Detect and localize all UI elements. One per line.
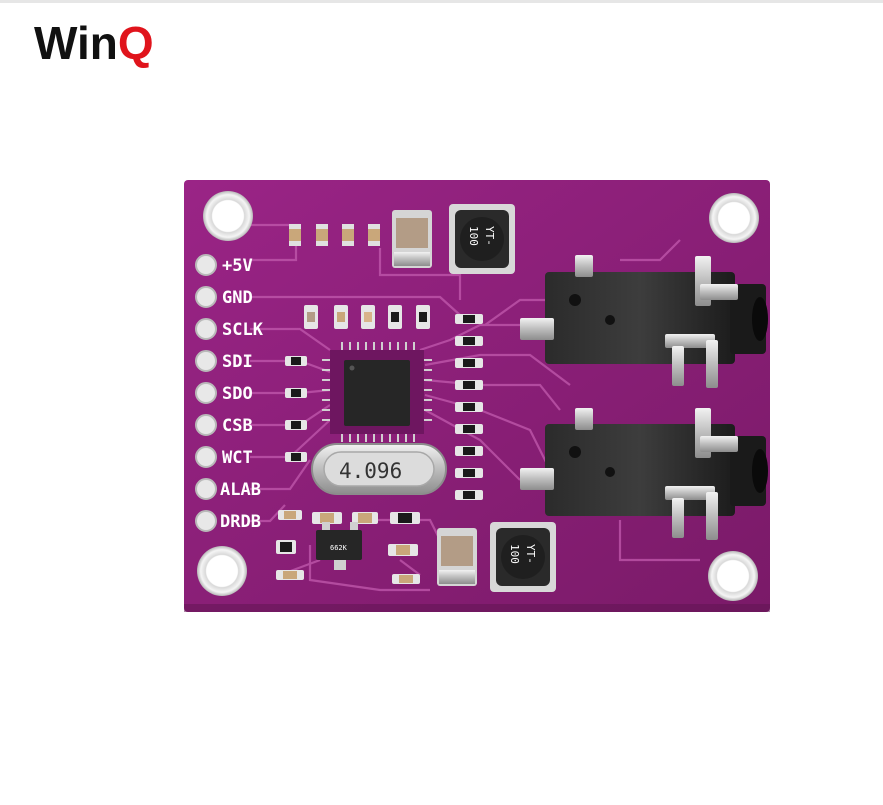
audio-jack-top	[520, 255, 768, 388]
pin-label-sdo: SDO	[222, 384, 253, 404]
logo-text-q: Q	[117, 17, 154, 69]
pin-labels: +5V GND SCLK SDI SDO CSB WCT ALAB DRDB	[220, 256, 264, 532]
smd-parts-mid	[304, 305, 430, 329]
smd-parts-bottom	[276, 510, 420, 584]
smd-resistors-right	[455, 314, 483, 500]
voltage-regulator: 662K	[316, 522, 362, 570]
pin-label-sdi: SDI	[222, 352, 253, 372]
inductor-bottom-label-2: YT-	[524, 544, 537, 564]
audio-jack-bottom	[520, 408, 768, 540]
inductor-top-label-2: YT-	[483, 226, 496, 246]
logo-text-win: Win	[34, 17, 118, 69]
inductor-bottom: 100 YT-	[490, 522, 556, 592]
pin-label-5v: +5V	[222, 256, 253, 276]
smd-capacitors-top	[289, 224, 380, 246]
inductor-top-label-1: 100	[467, 226, 480, 246]
mounting-holes	[197, 191, 759, 601]
regulator-label: 662K	[330, 544, 348, 552]
inductor-bottom-label-1: 100	[508, 544, 521, 564]
inductor-top: 100 YT-	[449, 204, 515, 274]
pin-label-alab: ALAB	[220, 480, 261, 500]
crystal-oscillator: 4.096	[311, 443, 447, 495]
pin-label-wct: WCT	[222, 448, 253, 468]
header-pads	[195, 254, 217, 532]
main-ic-chip	[322, 342, 432, 442]
crystal-label: 4.096	[339, 459, 402, 483]
pin-label-gnd: GND	[222, 288, 253, 308]
smd-parts-left	[285, 356, 307, 462]
winq-logo: WinQ	[34, 18, 154, 68]
pin-label-sclk: SCLK	[222, 320, 264, 340]
top-border	[0, 0, 883, 3]
large-capacitor-top	[392, 210, 432, 268]
large-capacitor-bottom	[437, 528, 477, 586]
pin-label-csb: CSB	[222, 416, 253, 436]
pin-label-drdb: DRDB	[220, 512, 261, 532]
